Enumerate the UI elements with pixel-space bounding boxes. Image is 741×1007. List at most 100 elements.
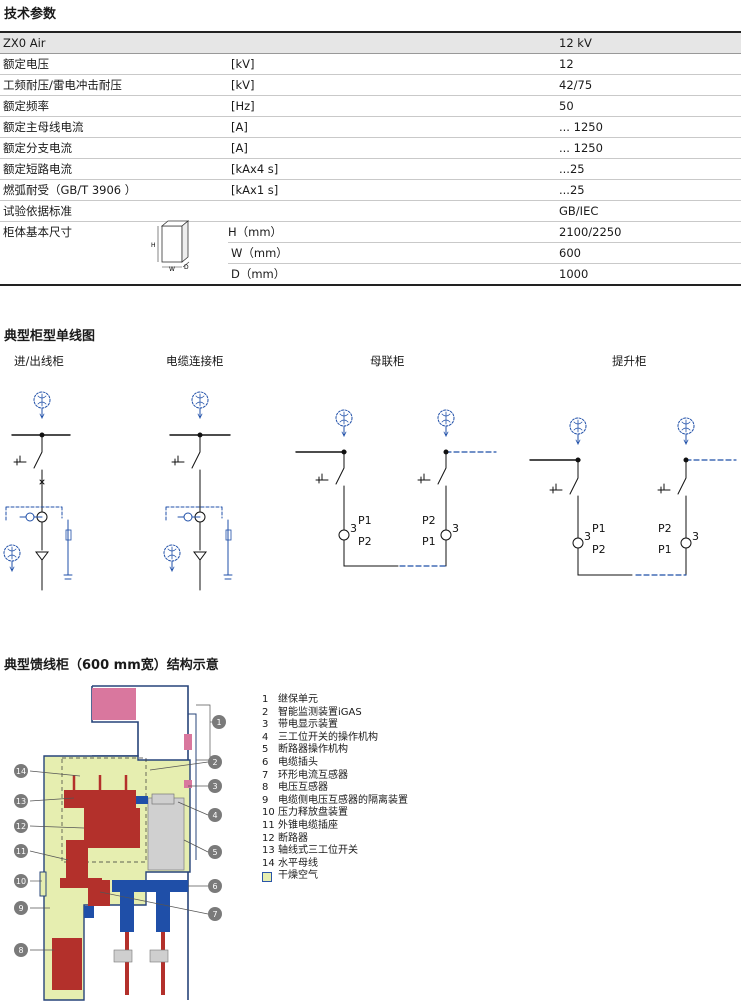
spec-unit: [kAx4 s] (228, 158, 556, 180)
svg-text:1: 1 (216, 718, 221, 727)
svg-text:9: 9 (18, 904, 23, 913)
callout-9: 9 (14, 901, 28, 915)
dry-air-swatch (262, 872, 272, 883)
spec-table: ZX0 Air 12 kV 额定电压[kV]12 工频耐压/雷电冲击耐压[kV]… (0, 31, 741, 286)
spec-name: 额定频率 (0, 95, 228, 117)
label-p1: P1 (422, 535, 436, 548)
spec-unit (228, 200, 556, 222)
callout-2: 2 (208, 755, 222, 769)
single-line-diagrams: 3 P1 P2 3 P2 P1 3 P1 P2 3 P2 P1 (3, 391, 737, 591)
spec-name: 试验依据标准 (0, 200, 228, 222)
spec-name: 额定短路电流 (0, 158, 228, 180)
label-three: 3 (350, 522, 357, 535)
spec-unit: [kAx1 s] (228, 179, 556, 201)
callout-1: 1 (212, 715, 226, 729)
spec-table-header: ZX0 Air 12 kV (0, 31, 741, 54)
diagram-cable-connection (163, 391, 233, 591)
callout-8: 8 (14, 943, 28, 957)
table-row: 额定主母线电流[A]... 1250 (0, 116, 741, 138)
dim-h-label: H (151, 242, 156, 249)
svg-text:5: 5 (212, 848, 217, 857)
svg-text:6: 6 (212, 882, 217, 891)
dim-w-label: W (169, 266, 175, 272)
callout-3: 3 (208, 779, 222, 793)
dim-value: 1000 (556, 263, 741, 286)
svg-text:13: 13 (16, 797, 26, 806)
table-row: 燃弧耐受（GB/T 3906 ）[kAx1 s]...25 (0, 179, 741, 201)
spec-unit: [A] (228, 137, 556, 159)
diagram-caption-bus-coupler: 母联柜 (370, 354, 405, 368)
label-three: 3 (452, 522, 459, 535)
spec-value: 42/75 (556, 74, 741, 96)
svg-text:11: 11 (16, 847, 26, 856)
dim-value: 2100/2250 (556, 221, 741, 243)
spec-unit: [A] (228, 116, 556, 138)
diagram-riser (529, 417, 737, 576)
section-title-single-line: 典型柜型单线图 (4, 329, 96, 344)
spec-value: ...25 (556, 158, 741, 180)
spec-value: 12 (556, 53, 741, 75)
spec-name: 额定分支电流 (0, 137, 228, 159)
spec-unit: [Hz] (228, 95, 556, 117)
spec-header-name: ZX0 Air (0, 31, 228, 54)
diagram-incoming (3, 391, 73, 591)
label-p2: P2 (358, 535, 372, 548)
label-three: 3 (584, 530, 591, 543)
spec-value: ...25 (556, 179, 741, 201)
label-p1: P1 (658, 543, 672, 556)
section-title-tech-params: 技术参数 (4, 7, 57, 22)
dim-d-label: D (184, 264, 189, 271)
legend-item-dry-air: 干燥空气 (262, 870, 408, 887)
callout-7: 7 (208, 907, 222, 921)
dim-value: 600 (556, 242, 741, 264)
diagram-caption-incoming: 进/出线柜 (14, 354, 64, 368)
callout-6: 6 (208, 879, 222, 893)
spec-name: 额定主母线电流 (0, 116, 228, 138)
cabinet-dimension-icon: H W D (151, 220, 190, 272)
callout-4: 4 (208, 808, 222, 822)
spec-unit: [kV] (228, 53, 556, 75)
table-row: D（mm）1000 (0, 263, 741, 286)
spec-value: 50 (556, 95, 741, 117)
svg-text:7: 7 (212, 910, 217, 919)
svg-text:2: 2 (212, 758, 217, 767)
callout-10: 10 (14, 874, 28, 888)
label-p2: P2 (658, 522, 672, 535)
diagram-caption-riser: 提升柜 (612, 354, 647, 368)
diagram-caption-cable: 电缆连接柜 (166, 354, 224, 368)
svg-text:14: 14 (16, 767, 26, 776)
svg-text:4: 4 (212, 811, 217, 820)
callout-13: 13 (14, 794, 28, 808)
svg-text:8: 8 (18, 946, 23, 955)
spec-name: 燃弧耐受（GB/T 3906 ） (0, 179, 228, 201)
spec-header-value: 12 kV (556, 31, 741, 54)
dim-label: W（mm） (228, 242, 556, 264)
label-p2: P2 (592, 543, 606, 556)
callout-11: 11 (14, 844, 28, 858)
table-row: 额定电压[kV]12 (0, 53, 741, 75)
table-row: 柜体基本尺寸 H W D H（mm） 2100/2250 (0, 220, 741, 272)
callout-12: 12 (14, 819, 28, 833)
spec-value: ... 1250 (556, 116, 741, 138)
callout-14: 14 (14, 764, 28, 778)
structure-diagram: 1 2 3 4 5 6 7 8 9 10 11 12 13 14 (14, 685, 226, 1001)
spec-name: 工频耐压/雷电冲击耐压 (0, 74, 228, 96)
label-p1: P1 (592, 522, 606, 535)
table-row: 工频耐压/雷电冲击耐压[kV]42/75 (0, 74, 741, 96)
table-row: 额定频率[Hz]50 (0, 95, 741, 117)
callout-5: 5 (208, 845, 222, 859)
